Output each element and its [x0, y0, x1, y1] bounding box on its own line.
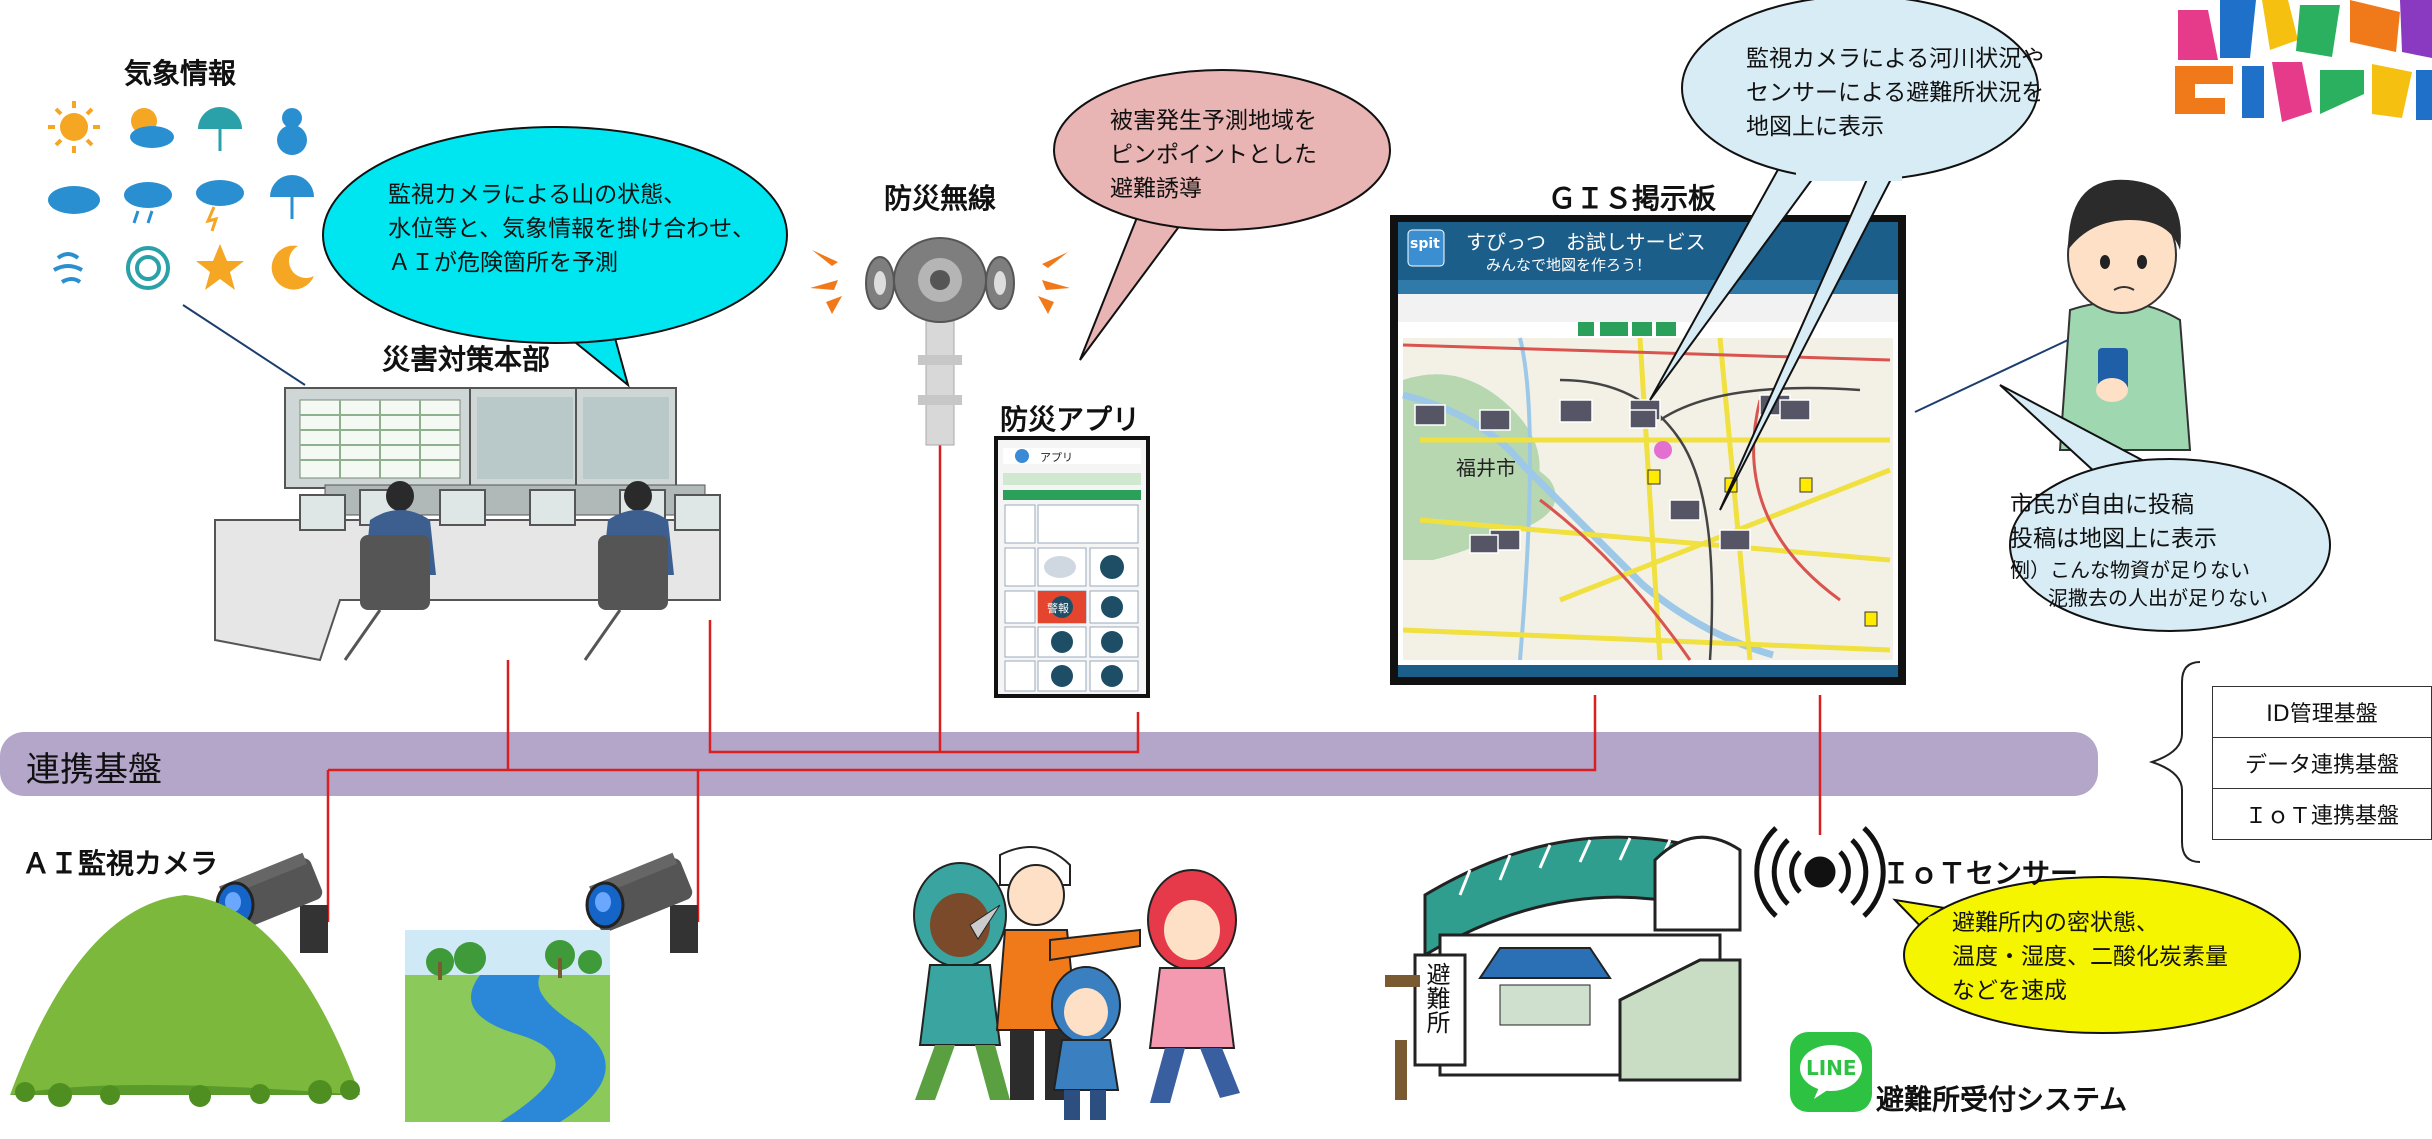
platform-box-data: データ連携基盤 [2212, 737, 2432, 789]
bubble-line: 例）こんな物資が足りない [2010, 558, 2250, 582]
platform-label: 連携基盤 [26, 750, 162, 790]
platform-bar [0, 732, 2098, 796]
bubble-line: 被害発生予測地域を [1110, 108, 1317, 134]
line-logo-text: LINE [1806, 1056, 1857, 1080]
camera-label: ＡＩ監視カメラ [22, 847, 219, 880]
bubble-pinpoint-text: 被害発生予測地域を ピンポイントとした 避難誘導 [1110, 104, 1317, 206]
app-phone [994, 436, 1150, 698]
brace [2148, 661, 2201, 863]
gis-logo-text: spit [1410, 236, 1440, 252]
gis-city-label: 福井市 [1456, 456, 1516, 480]
line-system-label: 避難所受付システム [1876, 1083, 2128, 1116]
hq-control-room [214, 387, 721, 662]
app-header-text: アプリ [1040, 451, 1073, 464]
bubble-line: 市民が自由に投稿 [2010, 492, 2194, 518]
bubble-citizen-text: 市民が自由に投稿 投稿は地図上に表示 例）こんな物資が足りない 泥撒去の人出が足… [2010, 488, 2268, 612]
river-scene [405, 930, 610, 1122]
bubble-line: 投稿は地図上に表示 [2010, 526, 2217, 552]
evacuees [913, 846, 1240, 1120]
gis-label: ＧＩＳ掲示板 [1548, 182, 1717, 215]
bubble-ai-prediction-text: 監視カメラによる山の状態、 水位等と、気象情報を掛け合わせ、 ＡＩが危険箇所を予… [388, 178, 755, 280]
app-label: 防災アプリ [1000, 403, 1141, 436]
bubble-river-text: 監視カメラによる河川状況や センサーによる避難所状況を 地図上に表示 [1746, 42, 2044, 144]
platform-box-id: ID管理基盤 [2212, 686, 2432, 738]
platform-box-iot: ＩｏＴ連携基盤 [2212, 788, 2432, 840]
moon-icon [271, 245, 314, 290]
bubble-line: 監視カメラによる河川状況や [1746, 46, 2045, 72]
iot-sensor-icon [1754, 826, 1886, 918]
hq-label: 災害対策本部 [382, 343, 551, 376]
app-warning-tile: 警報 [1047, 602, 1069, 615]
weather-label: 気象情報 [124, 57, 237, 90]
bubble-line: センサーによる避難所状況を [1746, 80, 2045, 106]
disaster-radio [810, 237, 1070, 446]
decorative-logo [2170, 0, 2432, 128]
citizen-figure [2058, 179, 2192, 451]
bubble-line: 避難誘導 [1110, 176, 1202, 202]
bubble-ai-prediction [322, 126, 788, 388]
radio-label: 防災無線 [884, 182, 997, 215]
gis-service-title: すぴっつ お試しサービス [1466, 230, 1706, 254]
gis-service-subtitle: みんなで地図を作ろう！ [1486, 256, 1652, 274]
ai-camera-2 [585, 852, 698, 953]
bubble-line: などを速成 [1952, 978, 2067, 1004]
weather-icons [48, 101, 314, 290]
line-logo-icon [1790, 1032, 1872, 1112]
star-icon [196, 244, 244, 290]
bubble-line: ＡＩが危険箇所を予測 [388, 250, 618, 276]
bubble-line: 水位等と、気象情報を掛け合わせ、 [388, 216, 756, 242]
bubble-line: 避難所内の密状態、 [1952, 910, 2159, 936]
iot-label: ＩｏＴセンサー [1882, 857, 2079, 890]
bubble-line: 温度・湿度、二酸化炭素量 [1952, 944, 2228, 970]
mountain [10, 895, 360, 1107]
connector-lines [326, 445, 1822, 922]
bubble-line: 地図上に表示 [1746, 114, 1884, 140]
shelter-sign-text: 避難所 [1422, 962, 1450, 1034]
bubble-line: 監視カメラによる山の状態、 [388, 182, 687, 208]
bubble-citizen [1999, 384, 2331, 632]
bubble-line: 泥撒去の人出が足りない [2048, 586, 2268, 610]
bubble-river [1649, 0, 2039, 511]
bubble-shelter-sensor [1892, 876, 2301, 1034]
bubble-shelter-sensor-text: 避難所内の密状態、 温度・湿度、二酸化炭素量 などを速成 [1952, 906, 2228, 1008]
bubble-line: ピンポイントとした [1110, 142, 1317, 168]
shelter-building [1385, 835, 1742, 1100]
bubble-pinpoint [1053, 69, 1391, 361]
